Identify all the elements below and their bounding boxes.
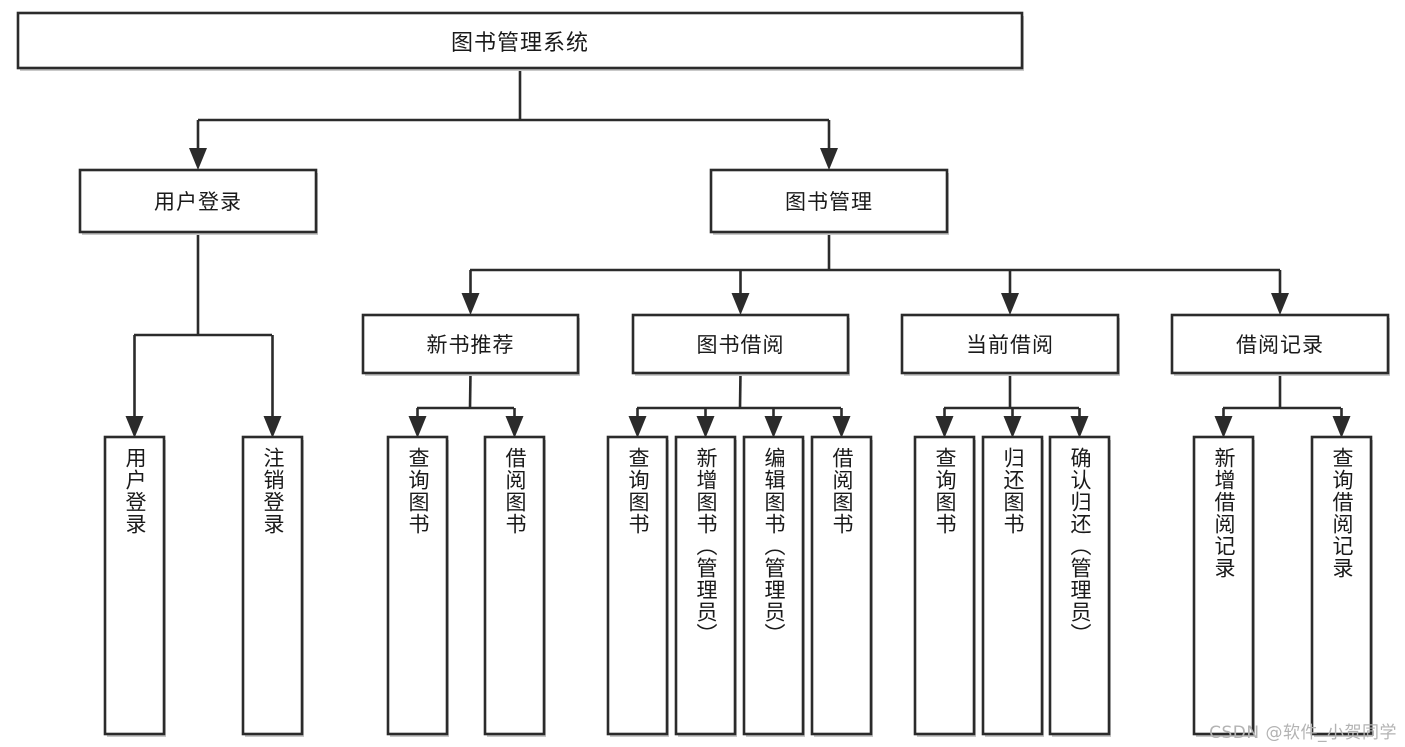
leaf-arrow-3 <box>505 416 524 438</box>
node-leaf-box-9[interactable] <box>981 435 1044 736</box>
leaf-arrow-0 <box>125 416 144 438</box>
node-level2-box-0[interactable] <box>78 168 318 234</box>
leaf-arrow-7 <box>832 416 851 438</box>
node-leaf-box-2[interactable] <box>386 435 449 736</box>
leaf-arrow-5 <box>696 416 715 438</box>
node-level3-box-2[interactable] <box>900 313 1120 375</box>
leaf-arrow-9 <box>1003 416 1022 438</box>
node-root-box[interactable] <box>16 11 1024 70</box>
node-box-layer <box>16 11 1390 737</box>
level3-arrow-2 <box>1001 293 1019 315</box>
node-leaf-box-6[interactable] <box>742 435 805 736</box>
leaf-arrow-1 <box>263 416 282 438</box>
level3-arrow-1 <box>731 293 750 315</box>
leaf-arrow-6 <box>764 416 783 438</box>
node-leaf-box-11[interactable] <box>1192 435 1255 736</box>
node-leaf-box-4[interactable] <box>606 435 669 736</box>
node-leaf-box-7[interactable] <box>810 435 873 736</box>
level3-arrow-0 <box>461 293 480 315</box>
node-leaf-box-3[interactable] <box>483 435 546 736</box>
level2-arrow-1 <box>820 148 838 170</box>
node-leaf-box-5[interactable] <box>674 435 737 736</box>
leaf-arrow-12 <box>1332 416 1351 438</box>
node-level3-box-3[interactable] <box>1170 313 1390 375</box>
level3-arrow-3 <box>1271 293 1289 315</box>
leaf-stem-图书借阅 <box>738 372 742 409</box>
node-level3-box-0[interactable] <box>361 313 580 375</box>
node-level3-box-1[interactable] <box>631 313 850 375</box>
node-leaf-box-1[interactable] <box>241 435 304 736</box>
level2-arrow-0 <box>189 148 207 170</box>
node-leaf-box-12[interactable] <box>1310 435 1373 736</box>
leaf-stem-新书推荐 <box>468 372 472 409</box>
leaf-arrow-2 <box>408 416 427 438</box>
node-leaf-box-8[interactable] <box>913 435 976 736</box>
leaf-arrow-11 <box>1214 416 1233 438</box>
node-leaf-box-0[interactable] <box>103 435 166 736</box>
node-leaf-box-10[interactable] <box>1048 435 1111 736</box>
leaf-arrow-8 <box>935 416 954 438</box>
leaf-arrow-10 <box>1070 416 1089 438</box>
node-level2-box-1[interactable] <box>709 168 949 234</box>
leaf-arrow-4 <box>628 416 647 438</box>
connector-layer <box>125 68 1351 438</box>
